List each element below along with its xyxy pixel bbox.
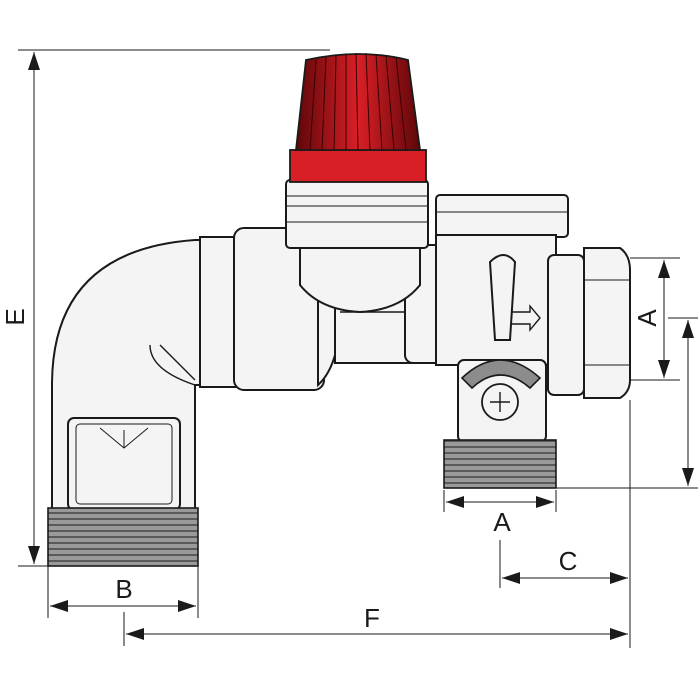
- label-a-bottom: A: [493, 507, 511, 537]
- label-e: E: [0, 308, 30, 325]
- elbow-fitting: [47, 239, 206, 567]
- label-f: F: [364, 603, 380, 633]
- red-cap-band: [289, 149, 427, 183]
- dimension-lines: [18, 49, 698, 648]
- elbow-thread: [47, 507, 199, 567]
- label-b: B: [115, 574, 132, 604]
- hex-nut: [583, 247, 631, 399]
- red-cap: [294, 53, 422, 151]
- safety-valve: [285, 52, 429, 314]
- right-valve-block: [435, 194, 631, 489]
- bottom-thread: [443, 439, 557, 489]
- label-c: C: [559, 546, 578, 576]
- label-a-right: A: [632, 309, 662, 327]
